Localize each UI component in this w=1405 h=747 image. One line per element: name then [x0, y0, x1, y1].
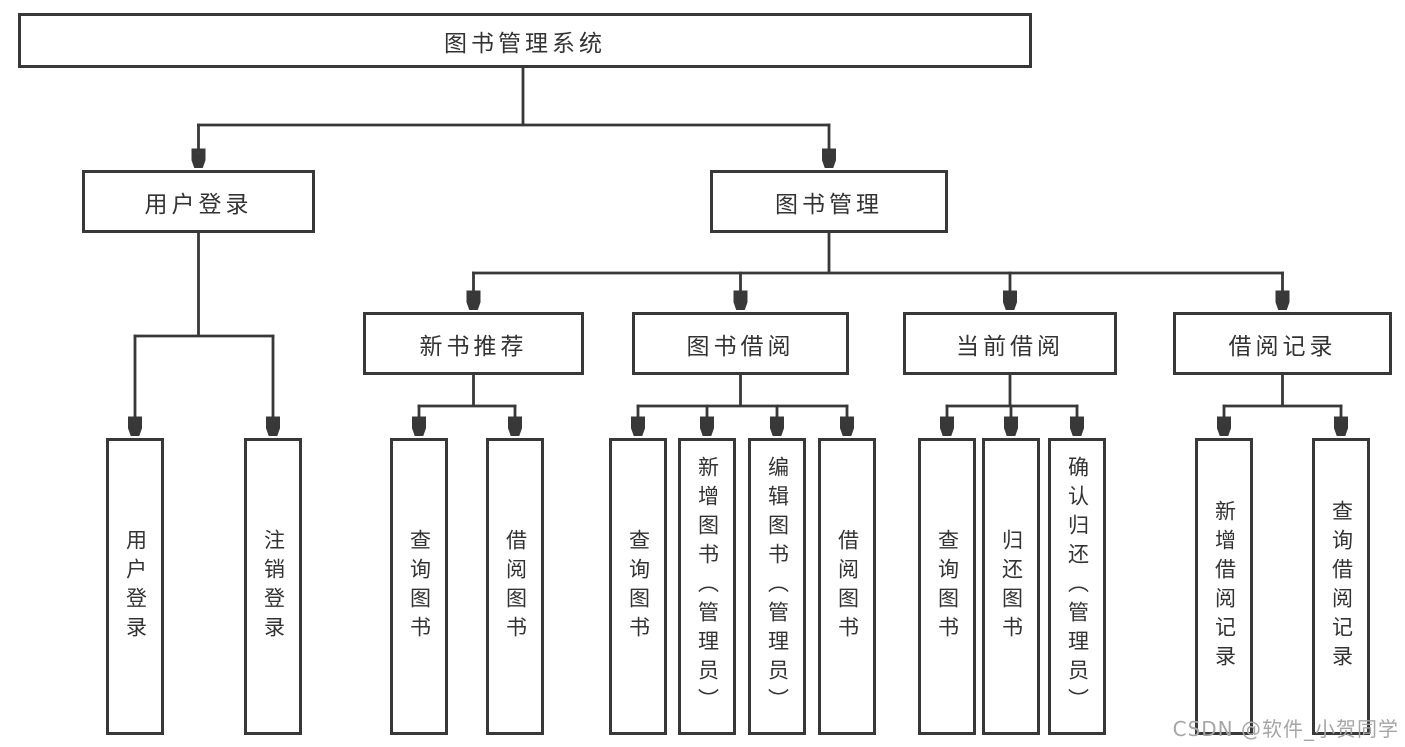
node-label: 当前借阅 [956, 333, 1064, 360]
node-label: 借阅记录 [1228, 333, 1337, 360]
node-current-borrow: 当前借阅 [903, 312, 1117, 375]
node-label: 借阅图书 [503, 528, 528, 645]
node-label: 图书管理 [775, 191, 883, 218]
csdn-watermark: CSDN @软件_小贺同学 [1172, 717, 1399, 741]
node-label: 图书借阅 [686, 333, 795, 360]
leaf-borrow-books-borrow: 借阅图书 [818, 438, 876, 735]
node-label: 归还图书 [999, 528, 1024, 645]
node-label: 图书管理系统 [444, 30, 606, 57]
leaf-add-borrow-record: 新增借阅记录 [1195, 438, 1253, 735]
node-label: 注销登录 [261, 528, 286, 645]
leaf-return-books: 归还图书 [982, 438, 1040, 735]
leaf-logout-login: 注销登录 [244, 438, 302, 735]
leaf-add-book-admin: 新增图书（管理员） [678, 438, 736, 735]
node-new-book-recommend: 新书推荐 [363, 312, 584, 375]
leaf-borrow-books-recommend: 借阅图书 [486, 438, 544, 735]
node-book-management: 图书管理 [710, 170, 948, 233]
node-book-borrow: 图书借阅 [632, 312, 849, 375]
leaf-confirm-return-admin: 确认归还（管理员） [1048, 438, 1106, 735]
node-label: 借阅图书 [835, 528, 860, 645]
leaf-query-books-recommend: 查询图书 [390, 438, 448, 735]
leaf-edit-book-admin: 编辑图书（管理员） [748, 438, 806, 735]
leaf-query-borrow-record: 查询借阅记录 [1312, 438, 1370, 735]
node-label: 查询借阅记录 [1329, 499, 1354, 674]
leaf-user-login: 用户登录 [106, 438, 164, 735]
node-borrow-records: 借阅记录 [1173, 312, 1392, 375]
node-library-management-system: 图书管理系统 [18, 13, 1032, 68]
node-label: 查询图书 [935, 528, 960, 645]
node-label: 新增借阅记录 [1212, 499, 1237, 674]
node-label: 用户登录 [144, 191, 253, 218]
node-user-login: 用户登录 [82, 170, 315, 233]
node-label: 用户登录 [123, 528, 148, 645]
node-label: 查询图书 [407, 528, 432, 645]
node-label: 确认归还（管理员） [1065, 456, 1090, 717]
node-label: 查询图书 [626, 528, 651, 645]
leaf-query-books-borrow: 查询图书 [609, 438, 667, 735]
node-label: 编辑图书（管理员） [765, 456, 790, 717]
node-label: 新书推荐 [419, 333, 528, 360]
node-label: 新增图书（管理员） [695, 456, 720, 717]
leaf-query-books-current: 查询图书 [918, 438, 976, 735]
